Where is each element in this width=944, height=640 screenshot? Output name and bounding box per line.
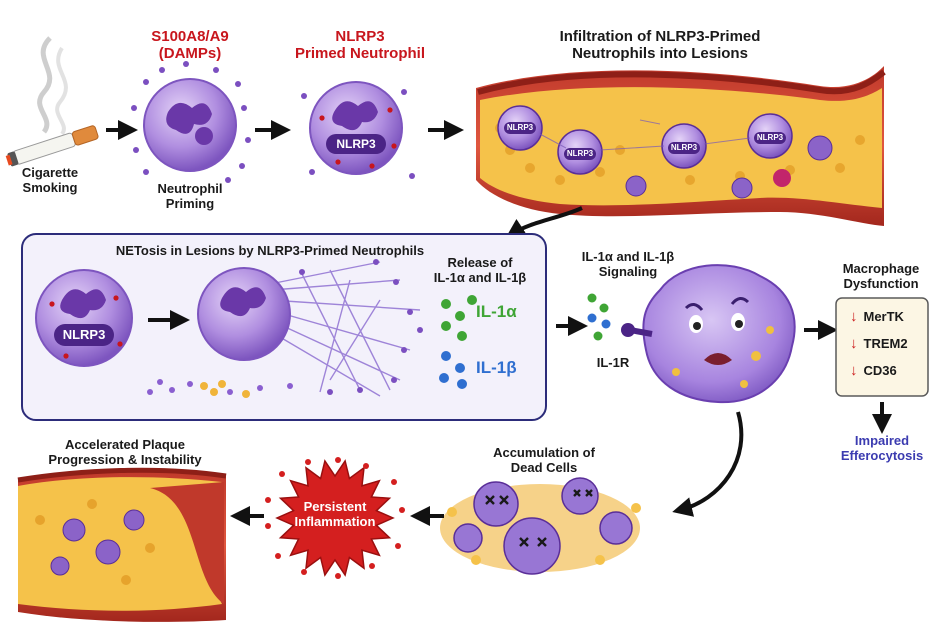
il1r-label: IL-1R [596, 355, 630, 370]
plaque-title: Accelerated Plaque Progression & Instabi… [48, 437, 202, 467]
net-release-cell [147, 259, 423, 398]
vessel-cell-label: NLRP3 [756, 133, 784, 142]
dysfunction-title: Macrophage Dysfunction [842, 261, 920, 291]
damps-title: S100A8/A9 (DAMPs) [151, 28, 229, 63]
smoking-label: Cigarette Smoking [21, 165, 79, 195]
flow-arrow [672, 411, 744, 517]
il1b-particles [439, 351, 467, 389]
infiltration-title: Infiltration of NLRP3-Primed Neutrophils… [559, 28, 761, 63]
dysfunction-box [835, 297, 929, 397]
vessel-cell-label: NLRP3 [506, 123, 534, 132]
vessel-cell-label: NLRP3 [566, 149, 594, 158]
dead-cells-title: Accumulation of Dead Cells [493, 445, 595, 475]
marker-cd36: ↓ CD36 [850, 362, 897, 379]
signaling-title: IL-1α and IL-1β Signaling [581, 249, 675, 279]
netosis-title: NETosis in Lesions by NLRP3-Primed Neutr… [115, 243, 425, 258]
damp-particles [301, 89, 415, 179]
primed-cell-label: NLRP3 [336, 137, 376, 151]
netosis-neutrophil-cell [35, 269, 133, 367]
blood-vessel-infiltration [476, 66, 886, 226]
dead-cells-cluster [440, 477, 641, 575]
macrophage-cell [621, 264, 796, 404]
release-title: Release of IL-1α and IL-1β [433, 255, 527, 285]
down-arrow-icon: ↓ [850, 308, 858, 325]
flow-arrow [505, 206, 583, 239]
cigarette-icon [5, 36, 99, 167]
efferocytosis-label: Impaired Efferocytosis [840, 433, 924, 463]
inflammation-starburst [265, 457, 405, 579]
neutrophil-cell [143, 78, 237, 172]
il1a-particles [441, 295, 477, 341]
down-arrow-icon: ↓ [850, 362, 858, 379]
primed-neutrophil-title: NLRP3 Primed Neutrophil [294, 28, 425, 63]
primed-neutrophil-cell [309, 81, 403, 175]
marker-trem2: ↓ TREM2 [850, 335, 908, 352]
netosis-cell-label: NLRP3 [62, 327, 106, 342]
marker-mertk: ↓ MerTK [850, 308, 904, 325]
plaque-vessel [17, 467, 227, 622]
inflammation-label: Persistent Inflammation [294, 499, 376, 529]
dysfunction-marker-list: ↓ MerTK ↓ TREM2 ↓ CD36 [836, 298, 928, 379]
vessel-cell-label: NLRP3 [670, 143, 698, 152]
signaling-particles [587, 293, 611, 341]
damp-particles [131, 61, 251, 183]
priming-label: Neutrophil Priming [157, 181, 223, 211]
il1b-label: IL-1β [476, 358, 517, 377]
il1a-label: IL-1α [476, 302, 517, 321]
down-arrow-icon: ↓ [850, 335, 858, 352]
